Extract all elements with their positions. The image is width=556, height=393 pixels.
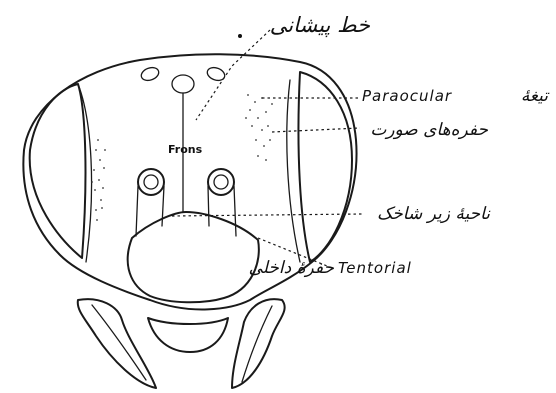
- left-ocellus: [139, 65, 160, 82]
- leader-facial-pits: [272, 128, 360, 132]
- left-paraocular-stipple: [91, 139, 106, 221]
- right-mandible: [232, 299, 285, 388]
- clypeus: [128, 212, 259, 302]
- right-antennal-socket-outer: [208, 169, 234, 195]
- label-frons: Frons: [168, 143, 203, 156]
- labrum: [148, 318, 228, 352]
- label-antennal-socket-area: ناحیهٔ زیر شاخک: [377, 204, 491, 224]
- left-antennal-stalk: [136, 186, 164, 236]
- left-compound-eye: [30, 84, 86, 258]
- left-mandible: [78, 299, 156, 388]
- right-compound-eye: [298, 72, 352, 262]
- label-frontal-suture: خط پیشانی: [270, 13, 371, 38]
- right-paraocular-stipple: [245, 94, 273, 161]
- ink-dot: [238, 34, 242, 38]
- right-antennal-stalk: [208, 186, 236, 236]
- label-paraocular-en: Paraocular: [362, 87, 452, 105]
- left-antennal-socket-inner: [144, 175, 158, 189]
- left-antennal-socket-outer: [138, 169, 164, 195]
- label-tentorial-fa: حفرهٔ داخلی: [249, 258, 335, 278]
- label-paraocular-fa: تیغهٔ: [521, 86, 550, 106]
- right-ocellus: [205, 65, 226, 82]
- label-facial-pits: حفره‌های صورت: [370, 120, 488, 140]
- right-antennal-socket-inner: [214, 175, 228, 189]
- leader-frontal-suture: [196, 30, 270, 120]
- middle-ocellus: [172, 75, 194, 93]
- label-tentorial-en: Tentorial: [338, 259, 412, 277]
